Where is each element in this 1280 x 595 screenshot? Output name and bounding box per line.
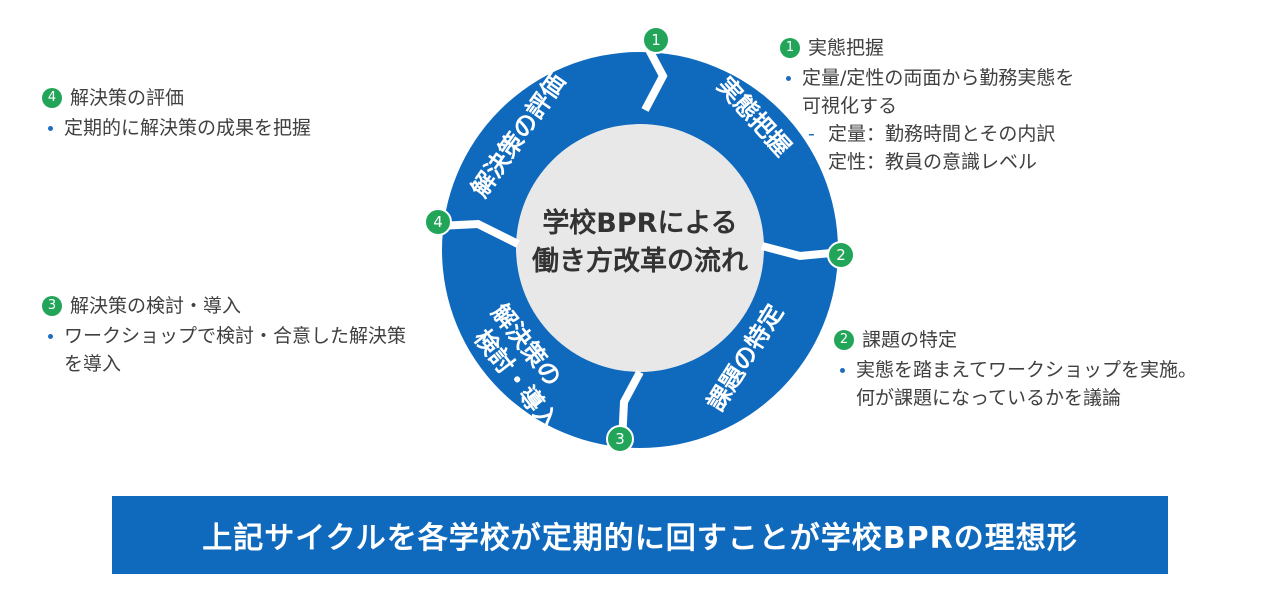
ring-badge-2: 2 (827, 241, 855, 269)
center-title-line2: 働き方改革の流れ (532, 245, 748, 277)
svg-text:2: 2 (836, 246, 846, 264)
stage2-number-badge: 2 (834, 330, 854, 350)
svg-text:3: 3 (615, 430, 625, 448)
stage3-description: 3 解決策の検討・導入 ワークショップで検討・合意した解決策を導入 (42, 292, 406, 378)
ring-badge-1: 1 (642, 26, 670, 54)
ring-badge-3: 3 (606, 425, 634, 453)
stage4-bullet: 定期的に解決策の成果を把握 (42, 114, 311, 142)
stage2-bullet: 実態を踏まえてワークショップを実施。何が課題になっているかを議論 (834, 356, 1197, 412)
svg-text:4: 4 (433, 213, 443, 231)
stage4-title: 解決策の評価 (70, 87, 185, 109)
stage1-title: 実態把握 (808, 37, 885, 59)
stage3-bullet: ワークショップで検討・合意した解決策を導入 (42, 322, 406, 378)
stage3-number-badge: 3 (42, 296, 62, 316)
stage1-sub-2: 定性：教員の意識レベル (780, 148, 1074, 176)
ring-badge-4: 4 (424, 208, 452, 236)
cycle-diagram: 実態把握 課題の特定 解決策の 検討・導入 解決策の評価 学校BPRによる 働き… (424, 26, 855, 453)
center-title-line1: 学校BPRによる (542, 207, 737, 239)
stage3-title: 解決策の検討・導入 (70, 295, 242, 317)
stage2-title: 課題の特定 (862, 329, 958, 351)
stage2-description: 2 課題の特定 実態を踏まえてワークショップを実施。何が課題になっているかを議論 (834, 326, 1197, 412)
separator-top (641, 44, 668, 112)
stage1-bullet: 定量/定性の両面から勤務実態を可視化する (780, 64, 1074, 120)
svg-text:1: 1 (651, 31, 661, 49)
stage4-number-badge: 4 (42, 88, 62, 108)
stage1-number-badge: 1 (780, 38, 800, 58)
stage4-description: 4 解決策の評価 定期的に解決策の成果を把握 (42, 84, 311, 142)
ideal-form-banner: 上記サイクルを各学校が定期的に回すことが学校BPRの理想形 (112, 496, 1168, 574)
center-circle (516, 124, 764, 372)
stage1-sub-1: 定量：勤務時間とその内訳 (780, 120, 1074, 148)
